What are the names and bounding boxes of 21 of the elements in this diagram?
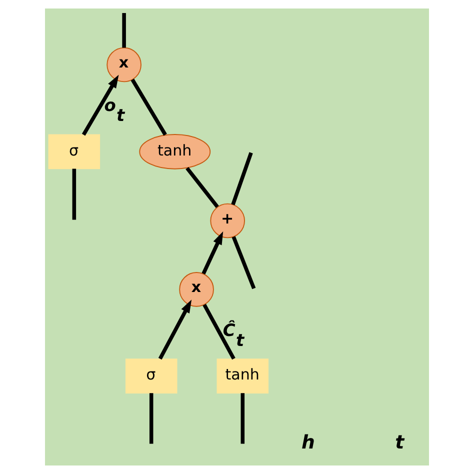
node-ellipse: tanh (139, 134, 211, 170)
connector (231, 152, 253, 206)
node-box: σ (48, 134, 100, 170)
label: h (301, 432, 315, 454)
connector (130, 78, 167, 136)
node-circle: x (106, 47, 142, 82)
connector (149, 393, 154, 444)
node-box: σ (125, 358, 178, 394)
connector (240, 393, 245, 444)
node-circle: + (210, 203, 245, 238)
connector (232, 236, 256, 290)
arrow (202, 231, 224, 274)
arrow (82, 74, 119, 136)
connector (186, 166, 219, 208)
arrow (158, 300, 192, 360)
connector (72, 168, 76, 220)
node-box: tanh (216, 358, 269, 394)
connector (122, 13, 126, 48)
node-circle: x (179, 272, 214, 307)
connector (202, 304, 236, 360)
label: t (395, 432, 404, 454)
